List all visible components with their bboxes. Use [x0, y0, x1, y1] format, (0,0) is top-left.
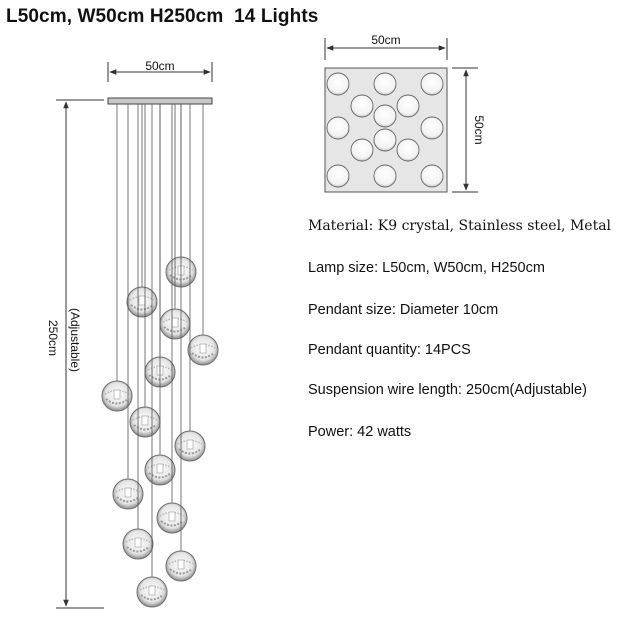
spec-pendant-size-value: Diameter 10cm: [399, 302, 499, 318]
spec-pendant-quantity: Pendant quantity: 14PCS: [308, 342, 471, 358]
side-view: 50cm 250cm (Adjustable): [46, 59, 219, 609]
top-view-disc: [396, 138, 420, 162]
spec-power-value: 42 watts: [357, 424, 412, 440]
pendants: [101, 104, 219, 608]
spec-wire-length-label: Suspension wire length:: [308, 382, 462, 398]
crystal-pendant: [129, 406, 161, 438]
top-view-disc: [420, 72, 444, 96]
top-view-discs: [326, 72, 444, 188]
spec-lamp-size-value: L50cm, W50cm, H250cm: [382, 260, 545, 276]
top-view-disc: [373, 72, 397, 96]
canopy: [107, 97, 213, 105]
spec-pendant-quantity-label: Pendant quantity:: [308, 342, 421, 358]
spec-power-label: Power:: [308, 424, 354, 440]
crystal-pendant: [165, 550, 197, 582]
crystal-pendant: [159, 308, 191, 340]
spec-material-label: Material:: [308, 218, 374, 234]
top-view-disc: [350, 94, 374, 118]
top-view-disc: [373, 128, 397, 152]
product-title: L50cm, W50cm H250cm 14 Lights: [6, 6, 319, 27]
spec-lamp-size: Lamp size: L50cm, W50cm, H250cm: [308, 260, 545, 276]
top-view-disc: [326, 164, 350, 188]
spec-pendant-quantity-value: 14PCS: [424, 342, 471, 358]
crystal-pendant: [101, 380, 133, 412]
spec-wire-length: Suspension wire length: 250cm(Adjustable…: [308, 382, 587, 398]
side-width-label: 50cm: [145, 59, 174, 73]
spec-wire-length-value: 250cm(Adjustable): [466, 382, 587, 398]
height-label: 250cm: [46, 320, 60, 356]
height-adjustable-label: (Adjustable): [68, 308, 82, 372]
spec-power: Power: 42 watts: [308, 424, 411, 440]
top-view-disc: [350, 138, 374, 162]
crystal-pendant: [122, 528, 154, 560]
spec-lamp-size-label: Lamp size:: [308, 260, 379, 276]
top-view-disc: [326, 72, 350, 96]
spec-pendant-size-label: Pendant size:: [308, 302, 396, 318]
top-view-disc: [373, 164, 397, 188]
top-view-disc: [326, 116, 350, 140]
crystal-pendant: [136, 576, 168, 608]
top-view-disc: [396, 94, 420, 118]
top-width-label: 50cm: [371, 33, 400, 47]
crystal-pendant: [126, 286, 158, 318]
spec-pendant-size: Pendant size: Diameter 10cm: [308, 302, 498, 318]
top-view-disc: [420, 164, 444, 188]
crystal-pendant: [156, 502, 188, 534]
crystal-pendant: [187, 334, 219, 366]
top-view-disc: [420, 116, 444, 140]
spec-material-value: K9 crystal, Stainless steel, Metal: [377, 218, 612, 234]
top-view: 50cm 50cm: [324, 33, 486, 193]
top-view-disc: [373, 104, 397, 128]
top-depth-label: 50cm: [472, 115, 486, 144]
spec-material: Material: K9 crystal, Stainless steel, M…: [308, 218, 611, 234]
crystal-pendant: [112, 478, 144, 510]
crystal-pendant: [174, 430, 206, 462]
crystal-pendant: [144, 454, 176, 486]
